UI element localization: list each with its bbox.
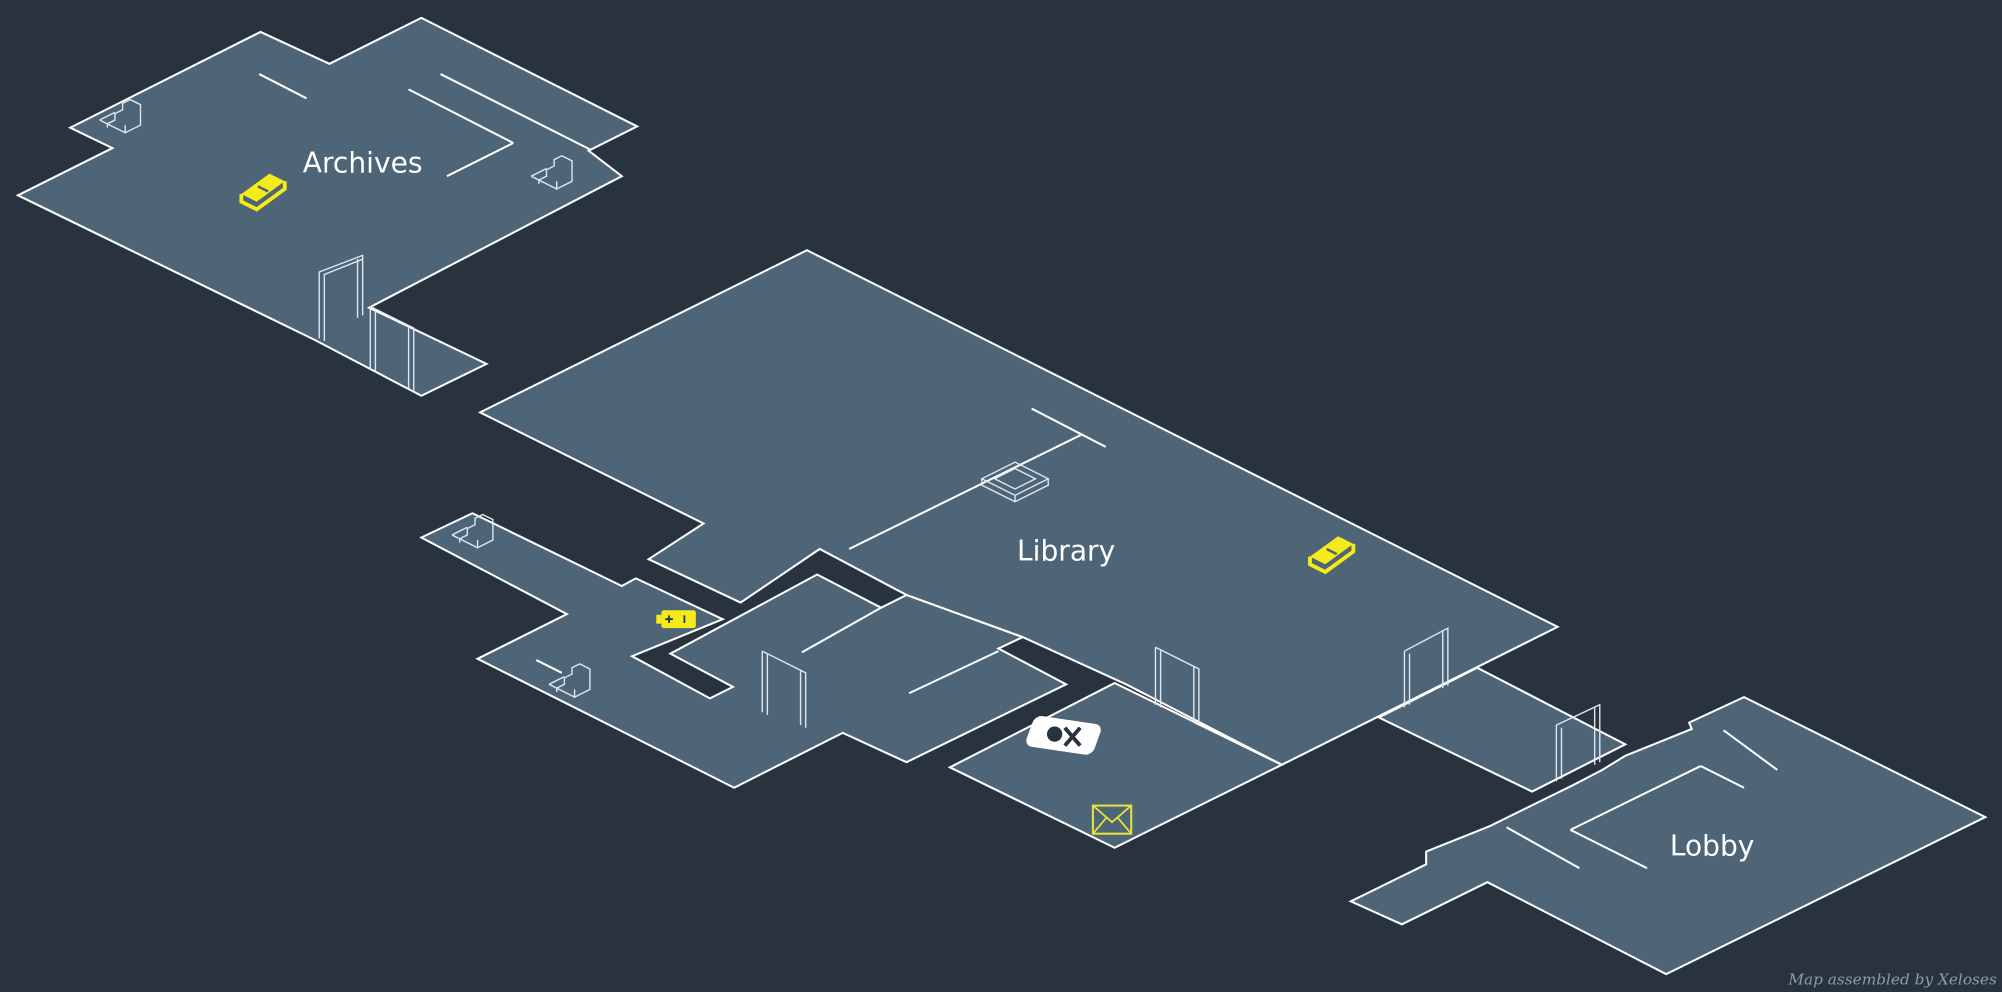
skull-crossbones-icon[interactable] [1024, 715, 1103, 756]
library-floor[interactable] [477, 249, 1560, 766]
door-icon[interactable] [1154, 646, 1200, 724]
door-icon[interactable] [318, 254, 364, 341]
stairs-icon[interactable] [451, 513, 494, 549]
book-icon[interactable] [239, 173, 287, 212]
interior-walls [258, 73, 1778, 870]
lobby-corridor-floor[interactable] [1376, 666, 1628, 793]
room-label-archives: Archives [303, 146, 423, 179]
book-icon[interactable] [1308, 536, 1356, 575]
stairs-icon[interactable] [99, 98, 142, 134]
stairs-icon[interactable] [530, 154, 573, 191]
door-icon[interactable] [369, 305, 415, 391]
lobby-floor[interactable] [1348, 695, 1988, 976]
door-icon[interactable] [761, 650, 807, 728]
envelope-icon[interactable] [1091, 804, 1133, 835]
elevator-icon[interactable] [980, 461, 1050, 503]
map-credit: Map assembled by Xeloses [1787, 970, 1997, 988]
stairs-icon[interactable] [548, 663, 591, 699]
archives-floor[interactable] [15, 16, 640, 397]
door-icon[interactable] [1403, 626, 1449, 708]
door-icon[interactable] [1555, 703, 1601, 782]
battery-icon[interactable] [656, 610, 696, 629]
room-label-lobby: Lobby [1670, 829, 1755, 862]
room-label-library: Library [1017, 534, 1115, 567]
